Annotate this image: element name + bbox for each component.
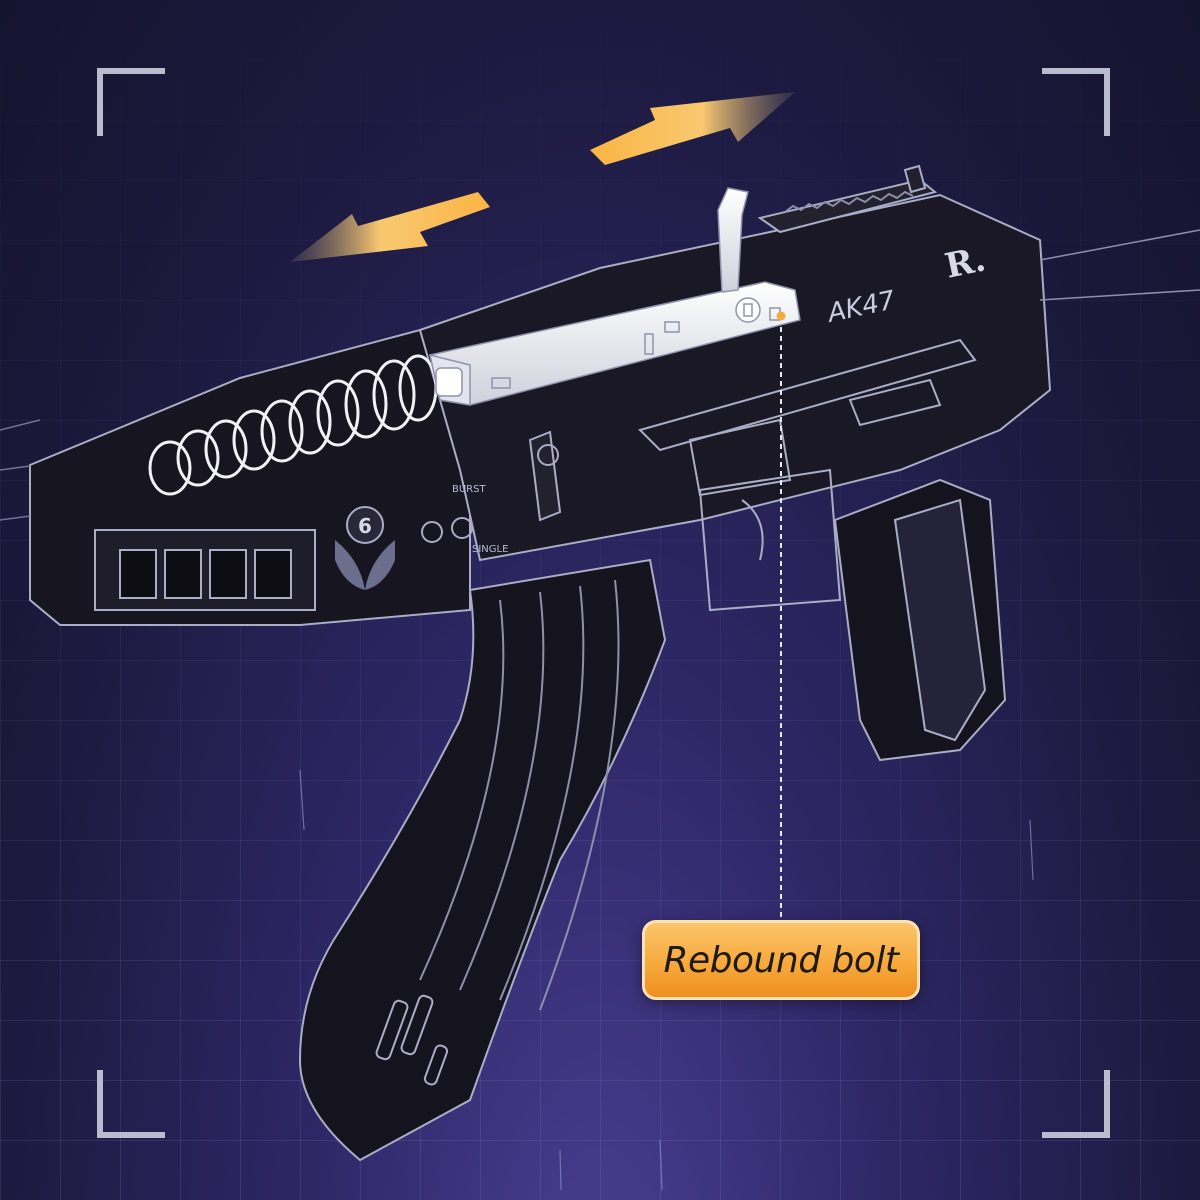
callout-label: Rebound bolt (663, 939, 899, 981)
emblem-icon: 6 (335, 506, 395, 590)
rifle-body (0, 164, 1200, 1162)
recoil-spring (148, 354, 438, 496)
emblem-number: 6 (358, 514, 372, 538)
frame-corner-top-left (97, 68, 165, 136)
frame-corner-bottom-left (97, 1070, 165, 1138)
frame-corner-top-right (1042, 68, 1110, 136)
arrow-right-icon (590, 92, 795, 165)
brand-mark-text: R. (942, 239, 990, 286)
frame-corner-bottom-right (1042, 1070, 1110, 1138)
rebound-bolt-callout: Rebound bolt (642, 920, 920, 1000)
rebound-bolt-part (429, 187, 801, 406)
callout-leader (776, 311, 786, 922)
arrow-left-icon (290, 192, 490, 262)
decorative-lines (299, 769, 1034, 1191)
fire-mode-burst-label: BURST (452, 484, 486, 495)
fire-mode-single-label: SINGLE (472, 544, 508, 555)
